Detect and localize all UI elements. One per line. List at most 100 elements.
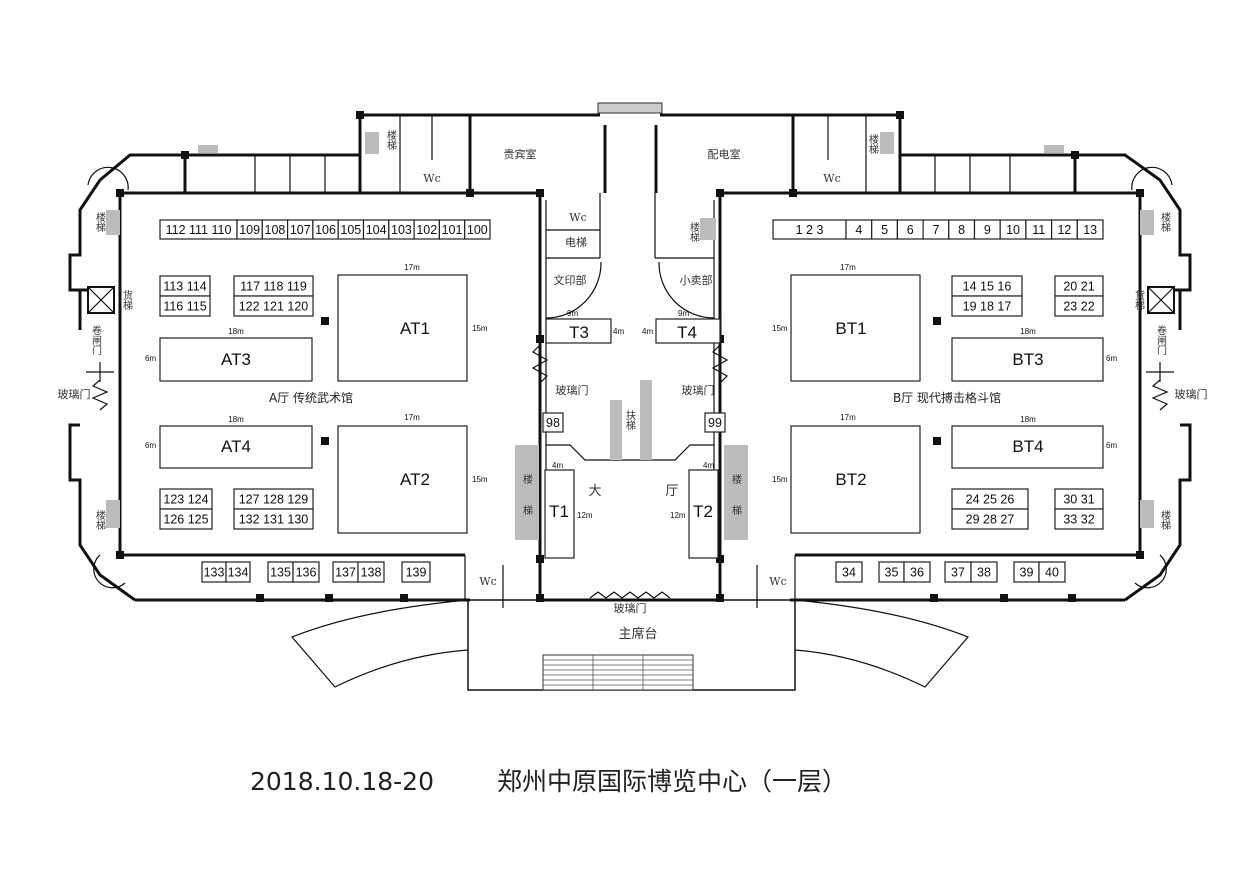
booth[interactable]: 7 (922, 219, 950, 240)
booth[interactable]: 103 (388, 219, 415, 240)
booth[interactable]: 134 (225, 561, 251, 583)
booth[interactable]: 107 (287, 219, 314, 240)
booth[interactable]: 38 (970, 561, 998, 583)
booth[interactable]: 137 (332, 561, 359, 583)
booth[interactable]: 6 (896, 219, 924, 240)
booth[interactable]: 29 28 27 (951, 508, 1029, 530)
booth[interactable]: 37 (944, 561, 972, 583)
booth-number: 30 31 (1063, 493, 1094, 507)
area-bt2[interactable]: BT2 (790, 425, 921, 534)
booth[interactable]: 113 114 (159, 275, 211, 297)
stairs-label: 楼 (523, 473, 533, 486)
booth-outline (1076, 219, 1104, 240)
booth-number: 12 (1057, 223, 1071, 237)
booth[interactable]: 10 (999, 219, 1027, 240)
stairs-label: 梯 (732, 504, 742, 517)
booth[interactable]: 20 21 (1054, 275, 1104, 297)
booth[interactable]: 30 31 (1054, 488, 1104, 510)
glass-door-label: 玻璃门 (614, 601, 647, 615)
booth[interactable]: 127 128 129 (233, 488, 314, 510)
booth[interactable]: 13 (1076, 219, 1104, 240)
booth[interactable]: 100 (464, 219, 491, 240)
booth[interactable]: 116 115 (159, 295, 211, 317)
booth[interactable]: 99 (704, 412, 726, 433)
booth-number: 103 (391, 223, 412, 237)
lobby-label: 大 (588, 484, 601, 499)
area-at3[interactable]: AT3 (159, 337, 313, 382)
booth-outline (159, 508, 213, 530)
area-t2[interactable]: T2 (688, 469, 719, 559)
booth[interactable]: 1 2 3 (772, 219, 847, 240)
area-label: AT4 (221, 437, 251, 456)
booth[interactable]: 136 (292, 561, 320, 583)
dim-label: 6m (145, 441, 156, 450)
booth[interactable]: 4 (845, 219, 873, 240)
booth[interactable]: 109 (236, 219, 263, 240)
booth-outline (951, 295, 1023, 317)
dim-label: 18m (228, 327, 244, 336)
area-t4[interactable]: T4 (655, 318, 721, 344)
booth-number: 137 (335, 566, 356, 580)
booth-number: 5 (881, 223, 888, 237)
kiosk-label: 小卖部 (680, 273, 713, 287)
area-at2[interactable]: AT2 (337, 425, 468, 534)
booth[interactable]: 12 (1050, 219, 1078, 240)
booth[interactable]: 33 32 (1054, 508, 1104, 530)
booth[interactable]: 135 (267, 561, 294, 583)
booth[interactable]: 104 (362, 219, 390, 240)
area-label: AT3 (221, 350, 251, 369)
area-bt4[interactable]: BT4 (951, 425, 1104, 469)
area-label: BT2 (835, 470, 866, 489)
booth-number: 123 124 (163, 493, 208, 507)
dim-label: 4m (703, 461, 714, 470)
booth[interactable]: 9 (973, 219, 1001, 240)
booth[interactable]: 132 131 130 (233, 508, 314, 530)
booth[interactable]: 34 (835, 561, 863, 583)
booth-outline (1054, 508, 1104, 530)
booth[interactable]: 108 (261, 219, 289, 240)
booth-number: 11 (1032, 223, 1045, 237)
booth[interactable]: 123 124 (159, 488, 213, 510)
booth[interactable]: 101 (438, 219, 466, 240)
booth[interactable]: 133 (201, 561, 227, 583)
pillars (116, 111, 1144, 602)
booth[interactable]: 139 (401, 561, 431, 583)
booth[interactable]: 19 18 17 (951, 295, 1023, 317)
dim-label: 6m (1106, 441, 1117, 450)
booth[interactable]: 39 (1013, 561, 1040, 583)
booth[interactable]: 138 (357, 561, 385, 583)
booth[interactable]: 122 121 120 (233, 295, 314, 317)
booth[interactable]: 24 25 26 (951, 488, 1029, 510)
booth[interactable]: 106 (312, 219, 339, 240)
dim-label: 17m (404, 413, 420, 422)
area-t3[interactable]: T3 (545, 318, 612, 344)
booth-outline (704, 412, 726, 433)
area-bt1[interactable]: BT1 (790, 274, 921, 382)
booth[interactable]: 11 (1025, 219, 1053, 240)
booth[interactable]: 35 (878, 561, 905, 583)
booth[interactable]: 5 (871, 219, 899, 240)
booth-number: 100 (467, 223, 488, 237)
area-at1[interactable]: AT1 (337, 274, 468, 382)
area-at4[interactable]: AT4 (159, 425, 313, 469)
booth[interactable]: 8 (948, 219, 976, 240)
dim-label: 4m (613, 327, 624, 336)
dimension-labels: 17m 17m 17m 17m 18m 18m 18m 18m 15m 15m … (145, 263, 1117, 520)
area-t1[interactable]: T1 (544, 469, 575, 559)
booth[interactable]: 112 111 110 (159, 219, 238, 240)
booth[interactable]: 14 15 16 (951, 275, 1023, 297)
booth-outline (225, 561, 251, 583)
booth[interactable]: 40 (1038, 561, 1066, 583)
booth[interactable]: 126 125 (159, 508, 213, 530)
booth[interactable]: 98 (542, 412, 564, 433)
booth[interactable]: 105 (337, 219, 365, 240)
booth-number: 113 114 (163, 280, 206, 294)
dim-label: 4m (552, 461, 563, 470)
dim-label: 17m (404, 263, 420, 272)
booth[interactable]: 117 118 119 (233, 275, 314, 297)
stairs-label: 楼梯 (867, 133, 879, 155)
area-bt3[interactable]: BT3 (951, 337, 1104, 382)
booth[interactable]: 102 (413, 219, 441, 240)
booth[interactable]: 36 (903, 561, 931, 583)
booth[interactable]: 23 22 (1054, 295, 1104, 317)
